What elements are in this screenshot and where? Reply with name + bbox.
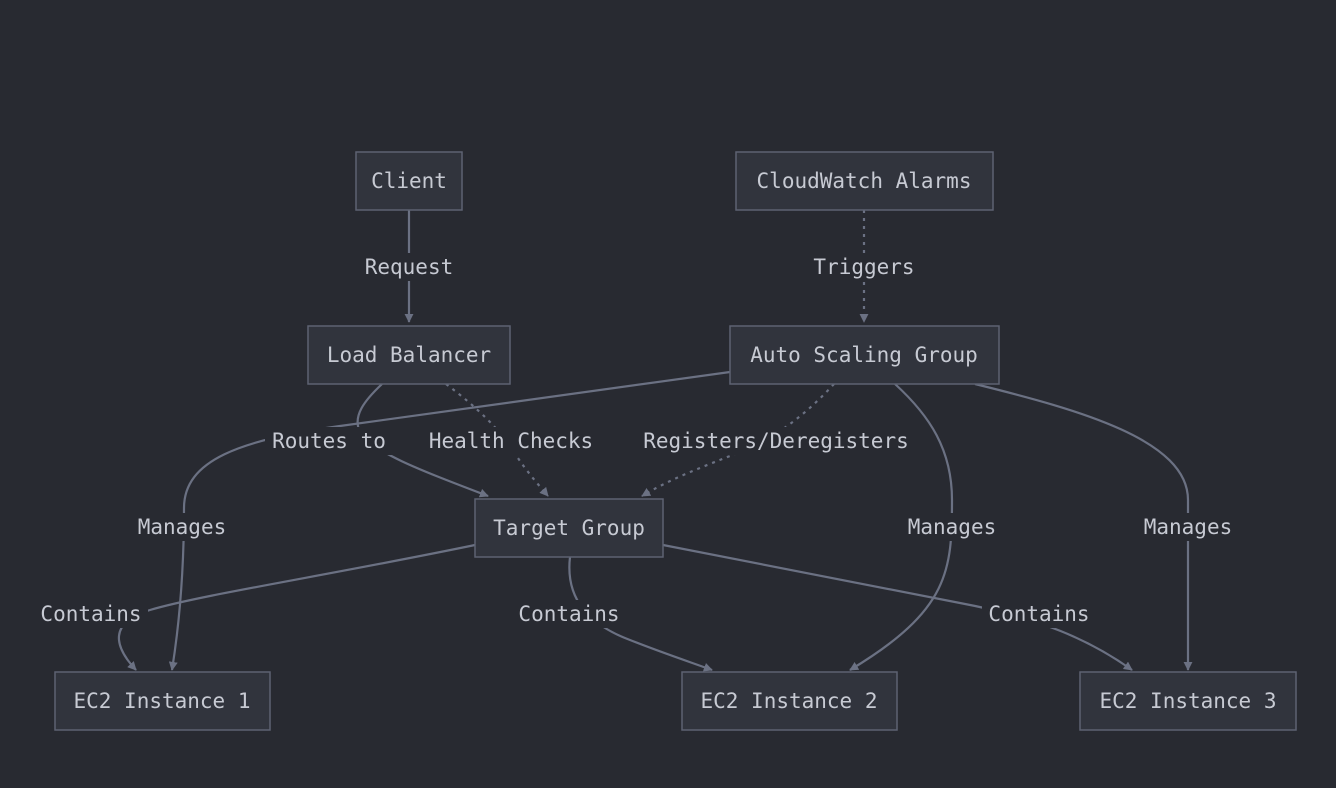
label-manages-3: Manages [1136,513,1240,541]
node-cloudwatch-alarms[interactable]: CloudWatch Alarms [735,151,994,211]
edge-asg-manages-ec2-2 [849,383,954,671]
svg-text:Triggers: Triggers [813,255,914,279]
node-ec2-instance-3[interactable]: EC2 Instance 3 [1079,671,1297,731]
svg-text:Request: Request [365,255,454,279]
label-manages-2: Manages [900,513,1004,541]
label-request: Request [358,253,460,281]
svg-text:Contains: Contains [40,602,141,626]
svg-text:Manages: Manages [908,515,997,539]
node-ec2-instance-1[interactable]: EC2 Instance 1 [54,671,271,731]
svg-text:Auto Scaling Group: Auto Scaling Group [750,343,978,367]
edge-tg-contains-ec2-1 [117,543,476,671]
svg-text:Routes to: Routes to [272,429,386,453]
edge-tg-contains-ec2-2 [568,556,713,672]
nodes: Client CloudWatch Alarms Load Balancer A… [54,151,1297,731]
edge-asg-manages-ec2-3 [974,382,1193,671]
svg-text:Contains: Contains [988,602,1089,626]
edge-asg-registers-tg [641,383,835,497]
label-contains-2: Contains [512,600,626,628]
node-client[interactable]: Client [355,151,463,211]
node-ec2-instance-2[interactable]: EC2 Instance 2 [681,671,898,731]
label-routes-to: Routes to [265,427,393,455]
label-triggers: Triggers [806,253,922,281]
node-target-group[interactable]: Target Group [474,498,664,558]
node-auto-scaling-group[interactable]: Auto Scaling Group [729,325,1000,385]
node-load-balancer[interactable]: Load Balancer [307,325,511,385]
svg-text:CloudWatch Alarms: CloudWatch Alarms [757,169,972,193]
label-contains-1: Contains [34,600,148,628]
edge-labels: Request Triggers Routes to Health Checks… [34,253,1240,628]
label-health-checks: Health Checks [418,427,604,455]
svg-text:Contains: Contains [518,602,619,626]
svg-text:Load Balancer: Load Balancer [327,343,491,367]
label-registers-deregisters: Registers/Deregisters [630,427,922,455]
svg-text:Target Group: Target Group [493,516,645,540]
svg-text:EC2 Instance 3: EC2 Instance 3 [1099,689,1276,713]
svg-text:Manages: Manages [1144,515,1233,539]
svg-text:EC2 Instance 2: EC2 Instance 2 [700,689,877,713]
edge-tg-contains-ec2-3 [662,543,1133,671]
svg-text:Health Checks: Health Checks [429,429,593,453]
label-contains-3: Contains [982,600,1096,628]
svg-text:EC2 Instance 1: EC2 Instance 1 [73,689,250,713]
label-manages-1: Manages [130,513,234,541]
svg-text:Client: Client [371,169,447,193]
svg-text:Registers/Deregisters: Registers/Deregisters [643,429,909,453]
svg-text:Manages: Manages [138,515,227,539]
